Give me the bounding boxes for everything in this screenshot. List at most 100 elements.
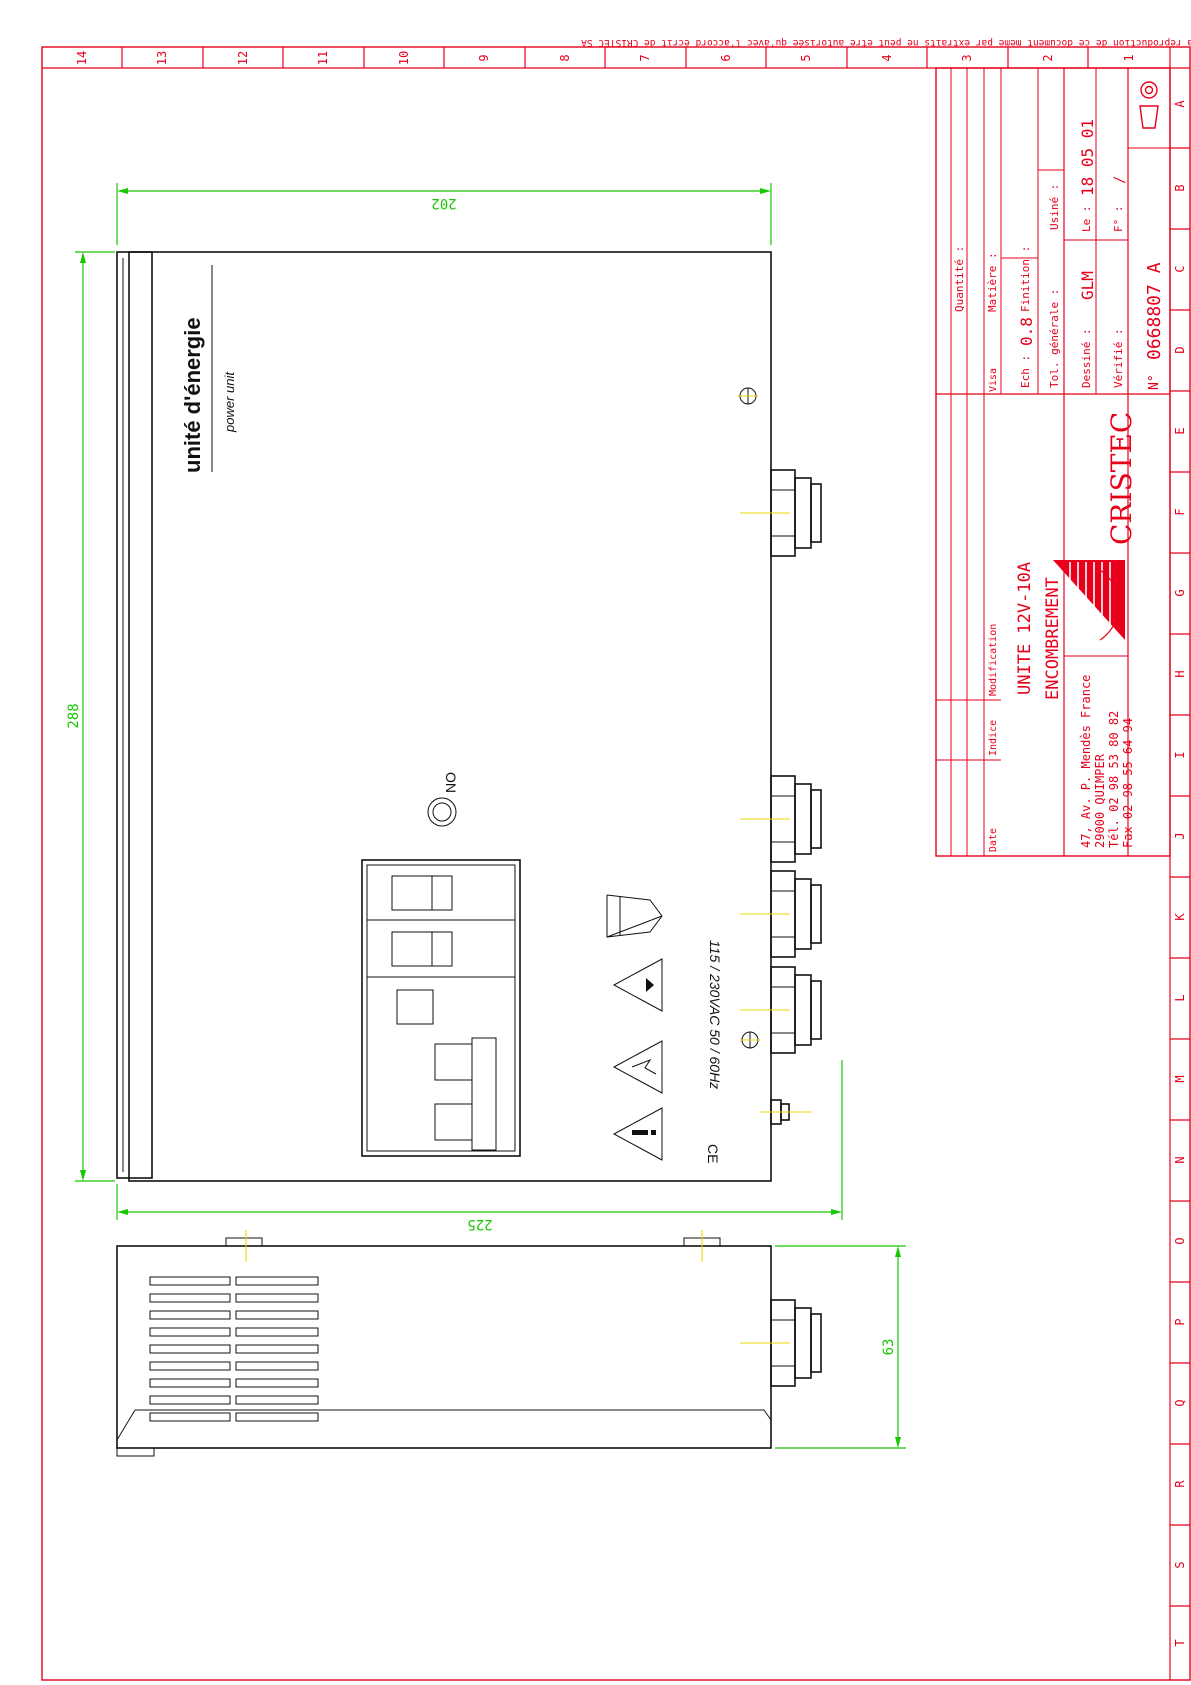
vent-slots	[149, 1276, 319, 1422]
address-line-3: Tél. 02 98 53 80 82	[1107, 711, 1121, 848]
ech-value: 0.8	[1017, 317, 1036, 346]
caution-warning-icon	[612, 1107, 663, 1161]
address-line-1: 47, Av. P. Mendès France	[1079, 675, 1093, 848]
rev-header-modification: Modification	[988, 624, 999, 696]
grid-letter: O	[1173, 1237, 1187, 1244]
grid-number: 11	[316, 51, 330, 65]
label-usine: Usiné :	[1048, 184, 1061, 230]
grid-number: 1	[1122, 54, 1136, 61]
ce-mark: CE	[705, 1144, 721, 1163]
side-body	[116, 1245, 772, 1449]
label-dessine: Dessiné :	[1080, 328, 1093, 388]
grid-number: 3	[960, 54, 974, 61]
grid-letter: Q	[1173, 1399, 1187, 1406]
grid-letter: R	[1173, 1480, 1187, 1488]
ground-stud-icon	[760, 1099, 812, 1125]
grid-letter: D	[1173, 346, 1187, 353]
grid-number: 12	[236, 51, 250, 65]
address-line-4: Fax 02 98 55 64 94	[1121, 718, 1135, 848]
label-le: Le :	[1080, 206, 1093, 233]
electric-warning-icon	[612, 1040, 663, 1094]
cable-gland	[740, 1299, 822, 1387]
label-quantite: Quantité :	[953, 246, 966, 312]
grid-letter: P	[1173, 1318, 1187, 1325]
label-verifie: Vérifié :	[1112, 328, 1125, 388]
grid-number: 6	[719, 54, 733, 61]
le-value: 18 05 01	[1078, 119, 1097, 196]
unit-body	[128, 251, 772, 1182]
manual-book-icon	[606, 894, 663, 938]
grid-numbers: 14 13 12 11 10 9 8 7 6 5 4 3 2 1	[75, 51, 1136, 65]
main-view: unité d'énergie power unit	[116, 251, 822, 1182]
label-finition: Finition :	[1019, 246, 1032, 312]
grid-letter: M	[1173, 1075, 1187, 1082]
brand-name: unité d'énergie	[180, 317, 205, 473]
label-tol: Tol. générale :	[1048, 289, 1061, 388]
on-label: ON	[443, 772, 459, 793]
grid-number-dividers	[121, 47, 1089, 68]
grid-number: 14	[75, 51, 89, 65]
cable-gland	[740, 966, 822, 1054]
label-visa: Visa	[988, 368, 999, 392]
grid-number: 7	[638, 54, 652, 61]
grid-number: 4	[880, 54, 894, 61]
label-ech: Ech :	[1019, 355, 1032, 388]
on-indicator-light	[427, 797, 457, 827]
screw-icon	[740, 1031, 760, 1049]
numero-value: 0668807 A	[1144, 262, 1165, 360]
breaker-panel	[361, 859, 521, 1157]
grid-letter: L	[1173, 994, 1187, 1001]
grid-letter: E	[1173, 427, 1187, 434]
title-block: Quantité : Matière : Finition : Usiné : …	[935, 67, 1171, 857]
outer-frame	[41, 46, 1191, 1681]
cable-gland	[740, 775, 822, 863]
grid-letter: H	[1173, 670, 1187, 677]
brand-subtitle: power unit	[222, 371, 237, 433]
grid-letter: C	[1173, 265, 1187, 272]
grid-letter: T	[1173, 1639, 1187, 1646]
drawing-title: UNITE 12V-10A	[1015, 562, 1035, 695]
screw-icon	[738, 387, 758, 405]
folio-value: /	[1112, 176, 1128, 184]
dim-width: 202	[431, 195, 456, 211]
label-numero: N°	[1147, 374, 1162, 390]
rev-header-date: Date	[988, 828, 999, 852]
grid-number: 8	[558, 54, 572, 61]
dim-length: 225	[467, 1216, 492, 1232]
rev-header-indice: Indice	[988, 720, 999, 756]
drawing-subtitle: ENCOMBREMENT	[1043, 577, 1063, 700]
fire-warning-icon	[612, 958, 663, 1012]
grid-letter: G	[1173, 589, 1187, 596]
grid-letter: S	[1173, 1561, 1187, 1568]
cristec-logo-icon	[1053, 560, 1125, 641]
grid-letter: N	[1173, 1156, 1187, 1163]
grid-number: 10	[397, 51, 411, 65]
grid-number: 13	[155, 51, 169, 65]
projection-symbol-icon	[1139, 81, 1159, 129]
grid-letter: F	[1173, 508, 1187, 515]
dim-height: 288	[66, 703, 82, 728]
grid-number: 9	[477, 54, 491, 61]
grid-letter: I	[1173, 751, 1187, 758]
front-handle	[116, 251, 153, 1179]
grid-number: 2	[1041, 54, 1055, 61]
cable-gland	[740, 469, 822, 557]
reproduction-notice: La reproduction de ce document meme par …	[581, 37, 1191, 48]
label-folio: F° :	[1112, 206, 1125, 233]
dimension-lines	[75, 183, 906, 1449]
grid-number: 5	[799, 54, 813, 61]
grid-letter: A	[1173, 100, 1187, 108]
grid-letter: B	[1173, 184, 1187, 191]
company-name: CRISTEC	[1105, 412, 1138, 545]
grid-letter: K	[1173, 913, 1187, 921]
side-view	[116, 1230, 822, 1457]
cable-gland	[740, 870, 822, 958]
label-matiere: Matière :	[986, 252, 999, 312]
dessine-value: GLM	[1078, 271, 1097, 300]
voltage-rating: 115 / 230VAC 50 / 60Hz	[707, 940, 723, 1089]
grid-letter: J	[1173, 832, 1187, 839]
grid-letters: A B C D E F G H I J K L M N O P Q R S T	[1173, 100, 1187, 1647]
dim-depth: 63	[881, 1339, 897, 1356]
grid-letter-dividers	[1170, 147, 1190, 1607]
